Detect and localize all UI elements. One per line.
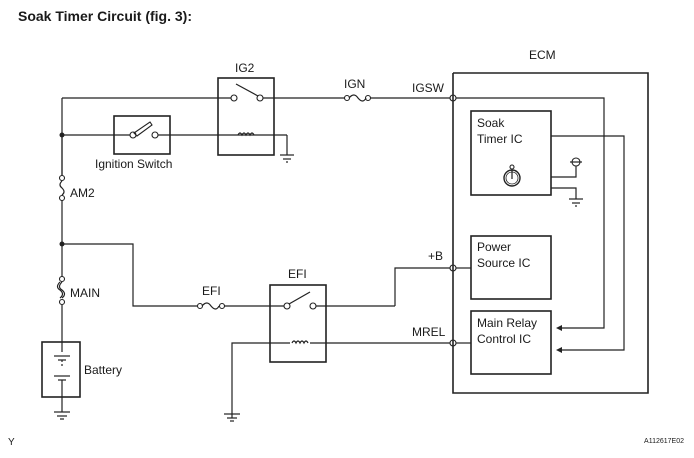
power-source-ic: Power Source IC xyxy=(470,235,552,300)
battery: Battery xyxy=(41,341,122,420)
battery-label: Battery xyxy=(84,363,122,377)
main-relay-label-2: Control IC xyxy=(477,332,531,346)
efi-relay-label: EFI xyxy=(288,267,307,281)
am2-label: AM2 xyxy=(70,186,95,200)
ign-label: IGN xyxy=(344,77,365,91)
soak-timer-label-2: Timer IC xyxy=(477,132,523,146)
efi-fuse-label: EFI xyxy=(202,284,221,298)
soak-timer-label-1: Soak xyxy=(477,116,505,130)
igsw-label: IGSW xyxy=(412,81,445,95)
main-label: MAIN xyxy=(70,286,100,300)
main-relay-control-ic: Main Relay Control IC xyxy=(470,310,552,375)
main-relay-label-1: Main Relay xyxy=(477,316,537,330)
efi-relay: EFI xyxy=(224,267,450,422)
power-source-label-2: Source IC xyxy=(477,256,531,270)
soak-timer-ic: Soak Timer IC xyxy=(470,110,625,353)
ecm: ECM xyxy=(452,48,649,394)
ign-fuse: IGN xyxy=(343,77,372,102)
ig2-relay: IG2 xyxy=(217,61,275,156)
am2-fuse: AM2 xyxy=(58,135,95,277)
mrel-label: MREL xyxy=(412,325,446,339)
ignition-switch-label: Ignition Switch xyxy=(95,157,172,171)
ecm-label: ECM xyxy=(529,48,556,62)
ignition-switch: Ignition Switch xyxy=(95,115,172,171)
wire-efi: EFI xyxy=(62,243,286,310)
corner-mark: Y xyxy=(8,437,15,448)
figure-id: A112617E02 xyxy=(644,438,684,445)
power-source-label-1: Power xyxy=(477,240,511,254)
plus-b-label: +B xyxy=(428,249,443,263)
diagram-title: Soak Timer Circuit (fig. 3): xyxy=(18,8,192,24)
ig2-label: IG2 xyxy=(235,61,255,75)
main-fuse: MAIN xyxy=(56,275,100,342)
